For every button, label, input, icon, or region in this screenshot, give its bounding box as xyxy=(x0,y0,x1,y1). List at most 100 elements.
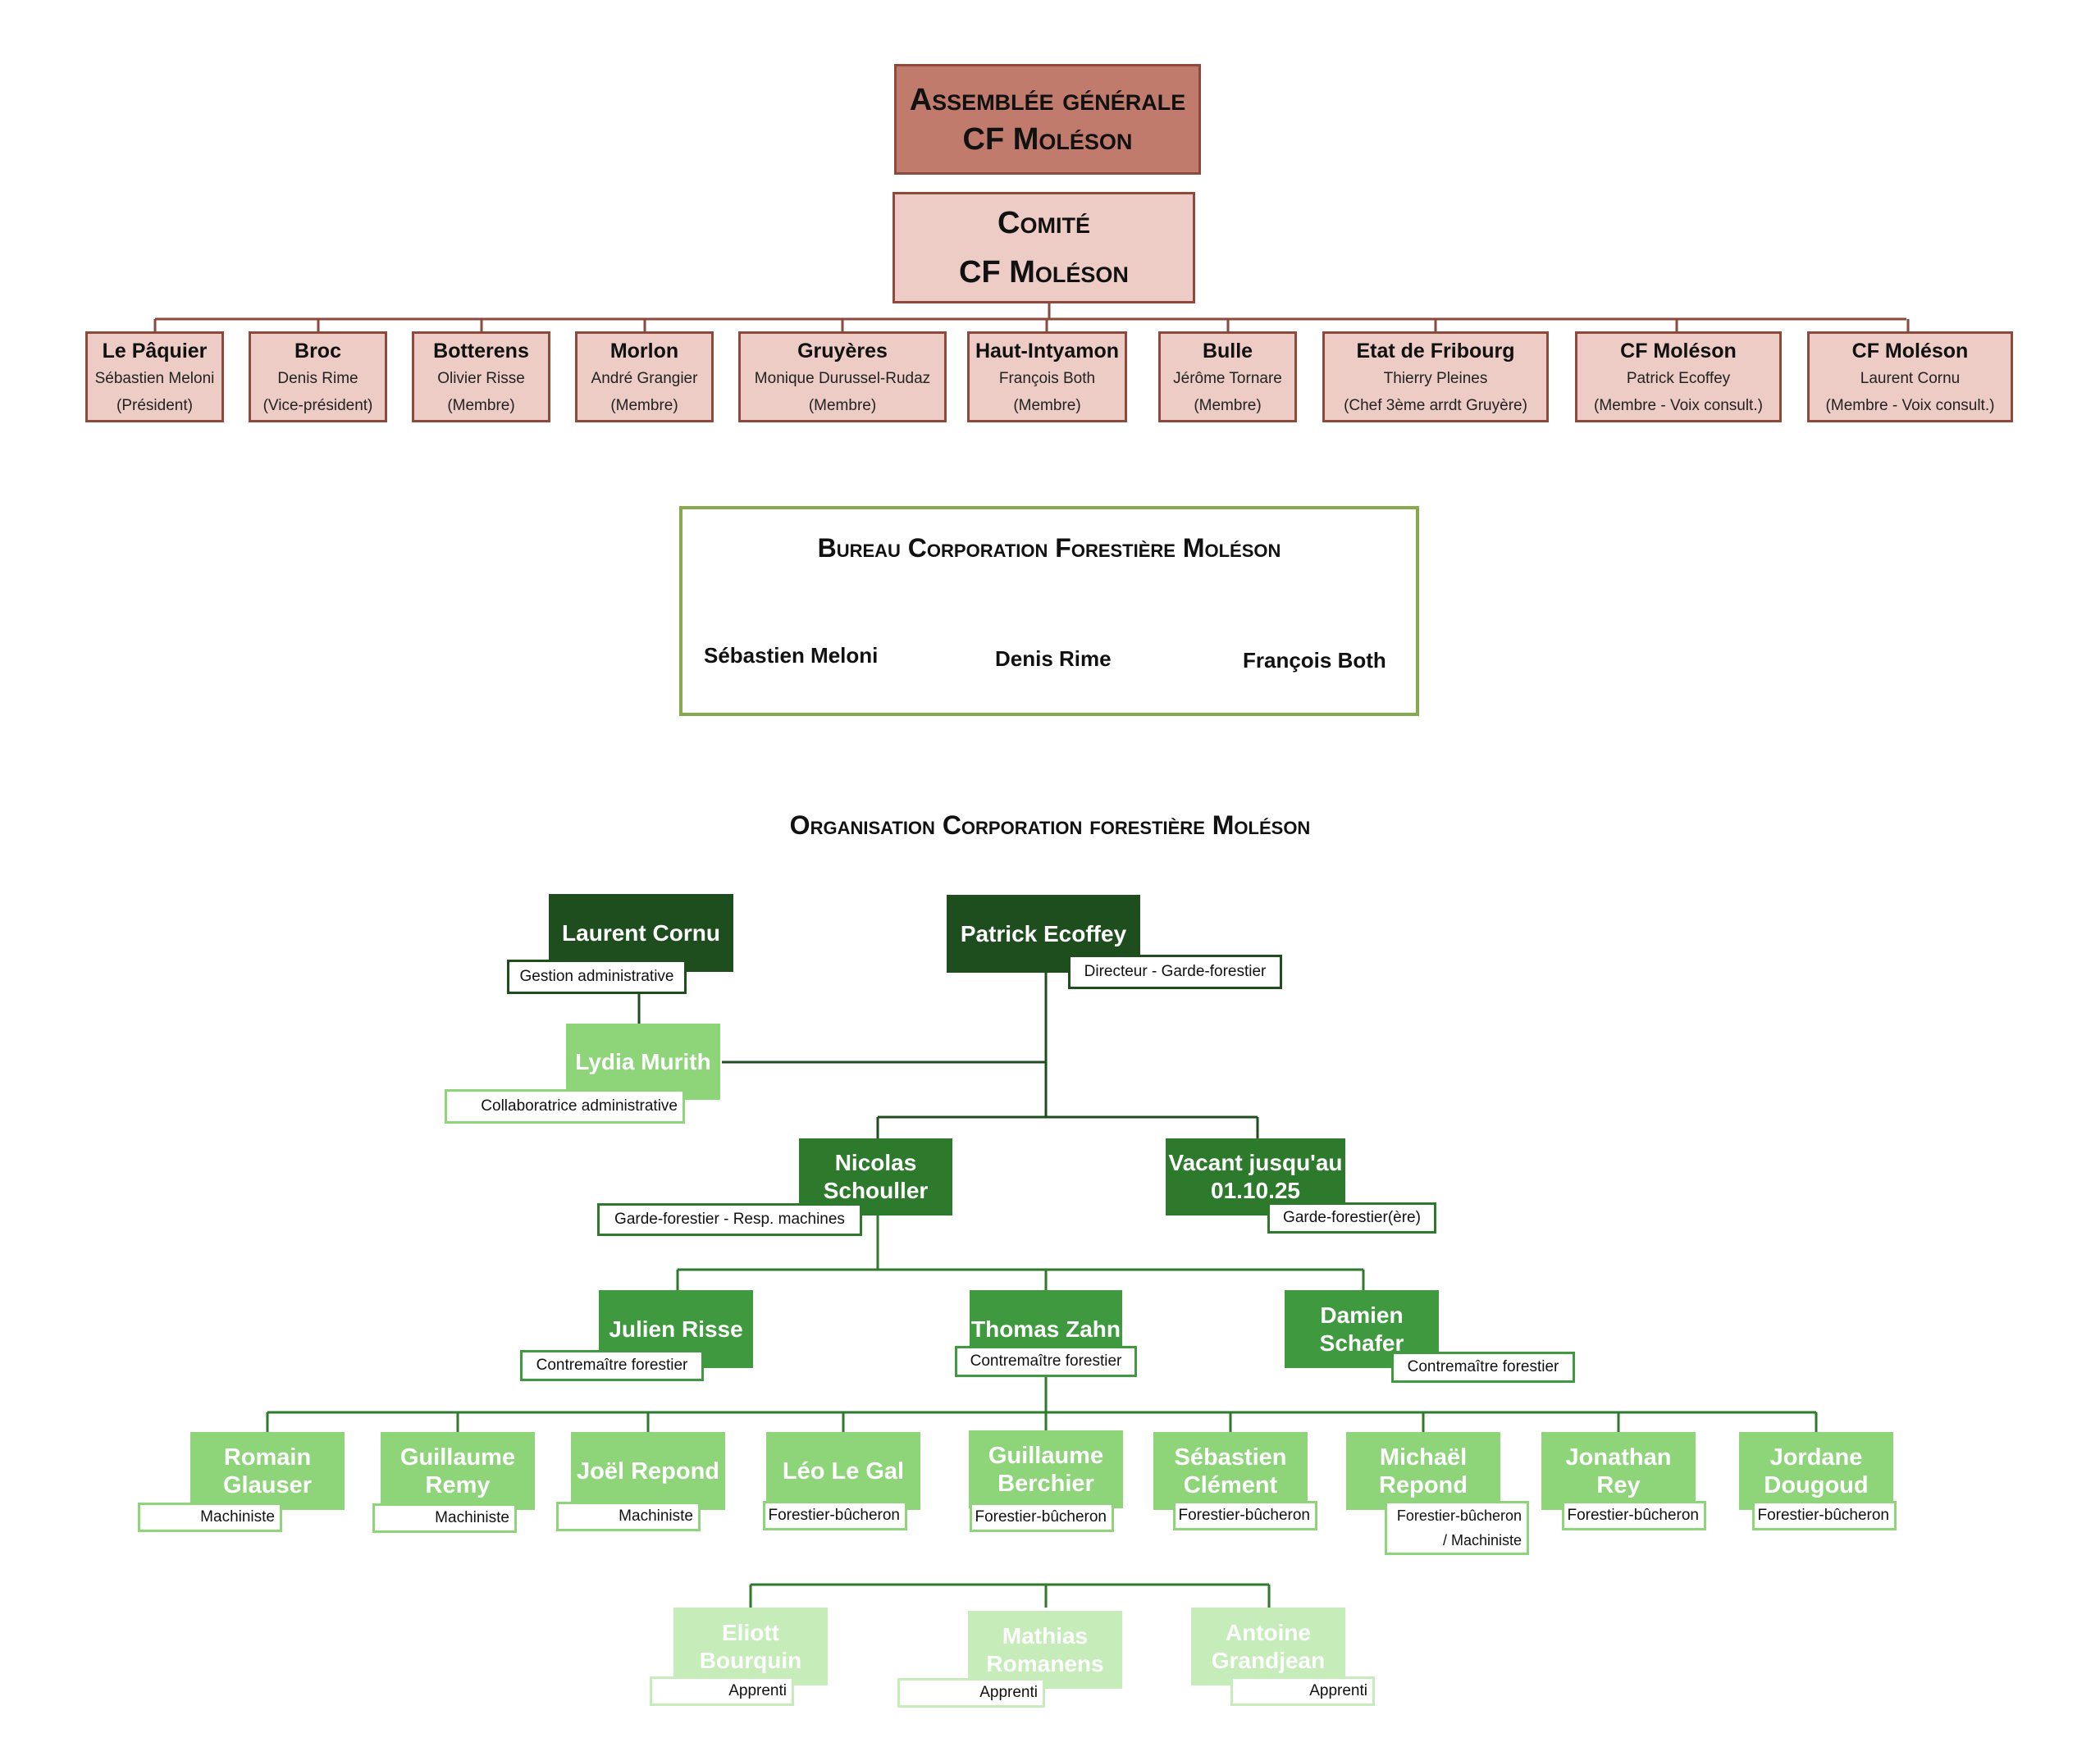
person-name: Joël Repond xyxy=(576,1457,719,1485)
role-garde-forestier-resp-machines: Garde-forestier - Resp. machines xyxy=(597,1203,862,1236)
person-name: Michaël xyxy=(1379,1444,1468,1471)
role-apprenti: Apprenti xyxy=(650,1676,794,1706)
person-name: Patrick Ecoffey xyxy=(960,920,1127,946)
member-role: (Membre - Voix consult.) xyxy=(1825,396,1995,414)
member-person: André Grangier xyxy=(591,369,698,387)
member-person: François Both xyxy=(998,369,1096,387)
committee-member-haut-intyamon: Haut-Intyamon François Both (Membre) xyxy=(967,331,1127,422)
committee-member-bulle: Bulle Jérôme Tornare (Membre) xyxy=(1158,331,1297,422)
role-apprenti: Apprenti xyxy=(1230,1676,1375,1706)
person-nicolas-schouller: Nicolas Schouller xyxy=(799,1138,952,1216)
person-name: Laurent Cornu xyxy=(562,919,720,946)
role-contremaitre: Contremaître forestier xyxy=(1391,1352,1575,1383)
comite-subtitle: CF Moléson xyxy=(959,255,1129,290)
person-name: Vacant jusqu'au xyxy=(1168,1150,1343,1175)
bureau-member-rime: Denis Rime xyxy=(995,646,1112,671)
person-michael-repond: Michaël Repond xyxy=(1346,1432,1500,1510)
member-role: (Chef 3ème arrdt Gruyère) xyxy=(1344,396,1527,414)
member-role: (Président) xyxy=(116,396,193,414)
member-person: Denis Rime xyxy=(277,369,358,387)
person-damien-schafer: Damien Schafer xyxy=(1285,1290,1439,1368)
bureau-member-meloni: Sébastien Meloni xyxy=(704,643,879,668)
person-name: Lydia Murith xyxy=(575,1048,711,1074)
role-forestier-bucheron: Forestier-bûcheron xyxy=(763,1501,907,1530)
person-guillaume-berchier: Guillaume Berchier xyxy=(969,1430,1123,1508)
person-name: Dougoud xyxy=(1764,1471,1869,1498)
person-name: Guillaume xyxy=(988,1442,1104,1469)
person-name: Léo Le Gal xyxy=(782,1457,905,1485)
member-person: Olivier Risse xyxy=(437,369,525,387)
person-name: Jordane xyxy=(1769,1444,1863,1471)
member-role: (Membre) xyxy=(1194,396,1262,414)
person-name: Bourquin xyxy=(699,1647,802,1673)
member-place: Haut-Intyamon xyxy=(975,339,1119,363)
member-role: (Membre - Voix consult.) xyxy=(1594,396,1763,414)
person-name: Berchier xyxy=(998,1470,1094,1497)
committee-member-cf-moleson-cornu: CF Moléson Laurent Cornu (Membre - Voix … xyxy=(1807,331,2013,422)
member-role: (Membre) xyxy=(808,396,877,414)
person-name: Sébastien xyxy=(1174,1444,1287,1471)
person-name: Glauser xyxy=(223,1471,312,1498)
person-name: Clément xyxy=(1183,1471,1278,1498)
member-place: Morlon xyxy=(609,339,679,363)
comite-title: Comité xyxy=(998,206,1090,240)
role-line: Forestier-bûcheron xyxy=(1396,1507,1522,1524)
role-forestier-bucheron-machiniste: Forestier-bûcheron / Machiniste xyxy=(1385,1501,1529,1555)
person-vacant: Vacant jusqu'au 01.10.25 xyxy=(1166,1138,1345,1216)
member-place: Botterens xyxy=(433,339,529,363)
role-line: / Machiniste xyxy=(1442,1532,1522,1548)
person-leo-le-gal: Léo Le Gal xyxy=(766,1432,920,1510)
person-name: Schouller xyxy=(823,1178,929,1203)
person-laurent-cornu: Laurent Cornu xyxy=(549,894,733,972)
person-jordane-dougoud: Jordane Dougoud xyxy=(1739,1432,1893,1510)
assemblee-generale-box: Assemblée générale CF Moléson xyxy=(894,64,1201,175)
role-garde-forestiere: Garde-forestier(ère) xyxy=(1267,1202,1436,1234)
person-name: Repond xyxy=(1379,1471,1468,1498)
person-lydia-murith: Lydia Murith xyxy=(566,1024,720,1100)
member-person: Sébastien Meloni xyxy=(94,369,215,387)
member-place: Broc xyxy=(294,339,341,363)
person-name: Julien Risse xyxy=(609,1316,743,1342)
member-person: Jérôme Tornare xyxy=(1173,369,1282,387)
bureau-frame xyxy=(679,506,1419,716)
person-name: Romanens xyxy=(986,1650,1104,1676)
person-jonathan-rey: Jonathan Rey xyxy=(1541,1432,1696,1510)
committee-member-le-paquier: Le Pâquier Sébastien Meloni (Président) xyxy=(85,331,224,422)
assemblee-subtitle: CF Moléson xyxy=(962,121,1133,157)
person-antoine-grandjean: Antoine Grandjean xyxy=(1191,1608,1345,1685)
bureau-member-both: François Both xyxy=(1243,648,1386,673)
role-forestier-bucheron: Forestier-bûcheron xyxy=(1752,1501,1897,1530)
person-name: Schafer xyxy=(1319,1330,1404,1356)
role-gestion-administrative: Gestion administrative xyxy=(507,960,687,994)
role-machiniste: Machiniste xyxy=(372,1503,517,1533)
person-name: Grandjean xyxy=(1211,1647,1326,1673)
person-patrick-ecoffey: Patrick Ecoffey xyxy=(947,895,1140,973)
person-name: Romain xyxy=(223,1444,312,1471)
role-collaboratrice: Collaboratrice administrative xyxy=(445,1089,685,1124)
role-apprenti: Apprenti xyxy=(897,1678,1045,1708)
committee-member-gruyeres: Gruyères Monique Durussel-Rudaz (Membre) xyxy=(738,331,947,422)
person-name: Eliott xyxy=(722,1619,779,1645)
member-place: Gruyères xyxy=(797,339,888,363)
committee-member-botterens: Botterens Olivier Risse (Membre) xyxy=(412,331,550,422)
role-machiniste: Machiniste xyxy=(556,1502,701,1531)
member-person: Laurent Cornu xyxy=(1860,369,1961,387)
member-role: (Membre) xyxy=(1013,396,1081,414)
role-forestier-bucheron: Forestier-bûcheron xyxy=(1173,1501,1317,1530)
committee-member-morlon: Morlon André Grangier (Membre) xyxy=(575,331,714,422)
member-role: (Membre) xyxy=(447,396,515,414)
assemblee-title: Assemblée générale xyxy=(909,82,1186,117)
person-name: Remy xyxy=(425,1471,491,1498)
person-mathias-romanens: Mathias Romanens xyxy=(968,1611,1122,1689)
person-sebastien-clement: Sébastien Clément xyxy=(1153,1432,1308,1510)
person-name: Guillaume xyxy=(399,1444,516,1471)
role-machiniste: Machiniste xyxy=(138,1503,282,1532)
member-place: Le Pâquier xyxy=(102,339,208,363)
comite-box: Comité CF Moléson xyxy=(892,192,1195,303)
member-place: CF Moléson xyxy=(1620,339,1737,363)
committee-member-etat-de-fribourg: Etat de Fribourg Thierry Pleines (Chef 3… xyxy=(1322,331,1549,422)
role-forestier-bucheron: Forestier-bûcheron xyxy=(1562,1501,1706,1530)
person-name: Nicolas xyxy=(834,1150,917,1175)
committee-member-cf-moleson-ecoffey: CF Moléson Patrick Ecoffey (Membre - Voi… xyxy=(1575,331,1782,422)
member-person: Thierry Pleines xyxy=(1383,369,1488,387)
